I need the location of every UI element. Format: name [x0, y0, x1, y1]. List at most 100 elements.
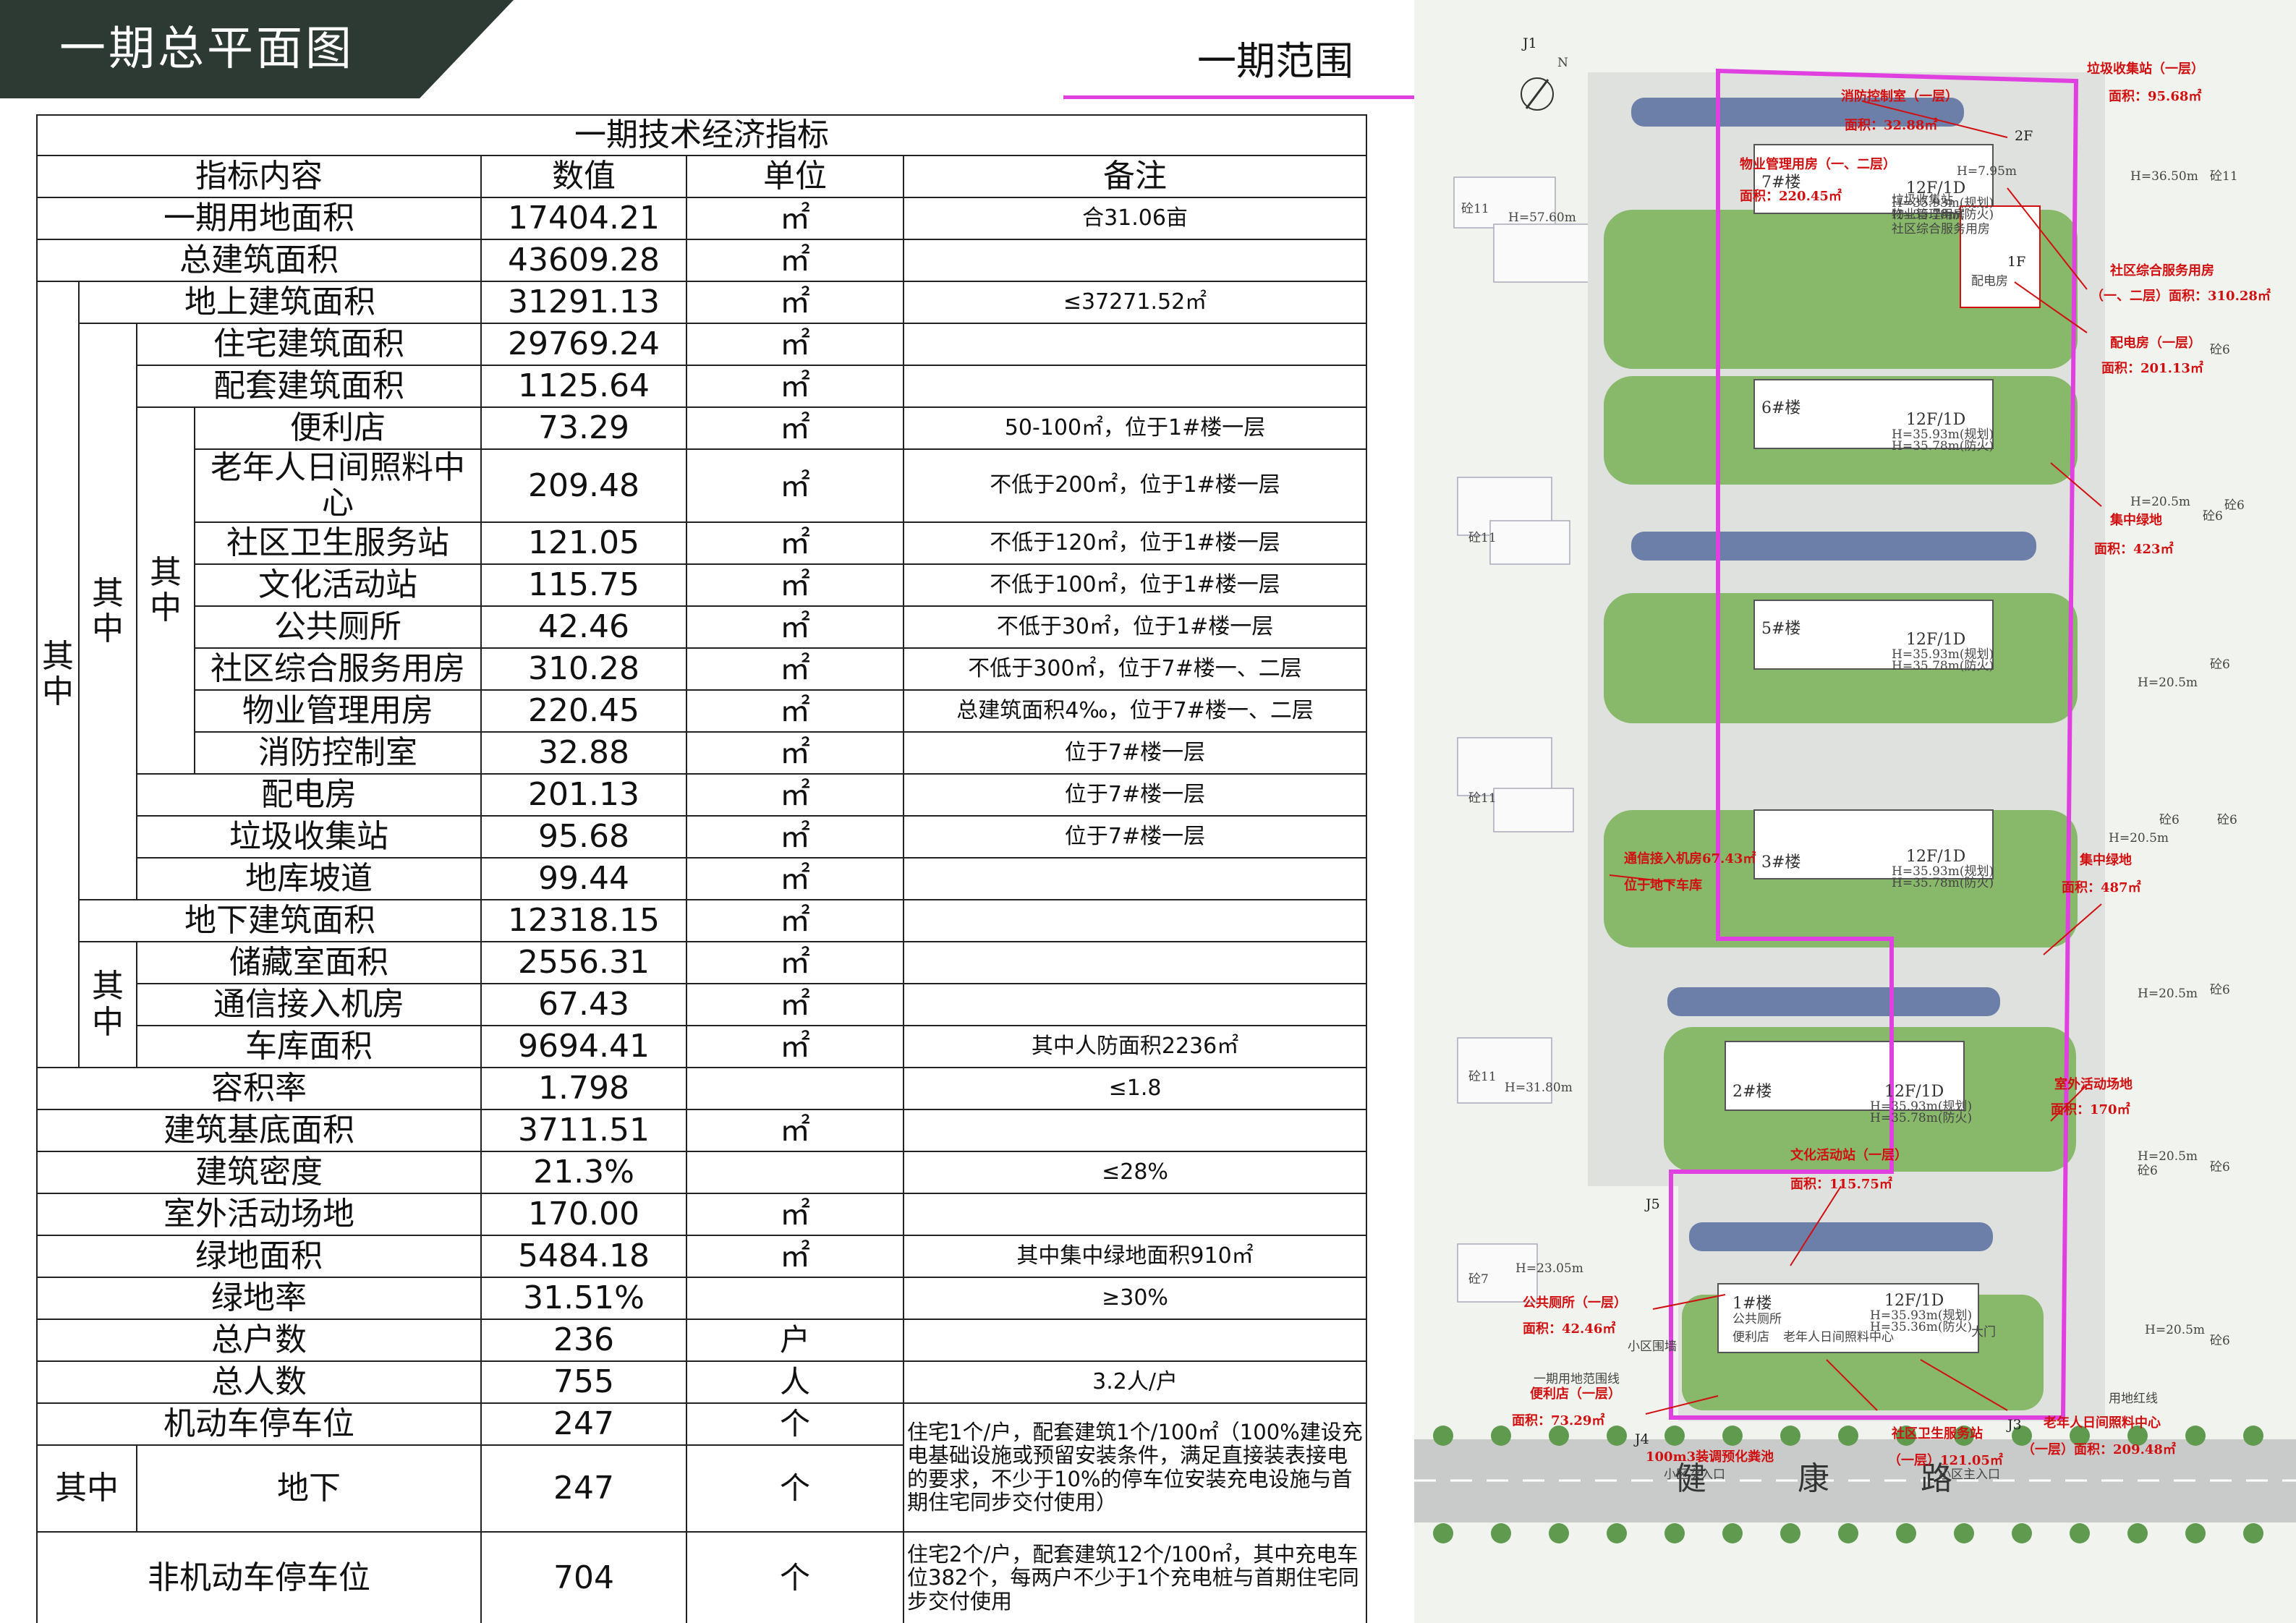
small-label: 小区主入口	[1939, 1467, 2000, 1482]
row-name: 车库面积	[136, 1024, 482, 1068]
building-label: 6#楼	[1761, 399, 1801, 417]
row-value: 2556.31	[480, 940, 687, 984]
row-unit: ㎡	[686, 448, 904, 523]
table-row: 通信接入机房 67.43 ㎡	[37, 982, 1368, 1026]
table-row: 其中 地上建筑面积 31291.13 ㎡ ≤37271.52㎡	[36, 281, 1368, 1068]
row-value: 31.51%	[480, 1276, 687, 1320]
row-value: 209.48	[480, 448, 687, 523]
annotation: 老年人日间照料中心	[2044, 1415, 2161, 1431]
row-note: 合31.06亩	[902, 197, 1368, 240]
row-value: 201.13	[480, 772, 687, 817]
small-label: 老年人日间照料中心	[1783, 1330, 1894, 1345]
row-name: 绿地率	[36, 1276, 482, 1320]
building-floors: 12F/1D	[1906, 179, 1966, 197]
building-label: 3#楼	[1761, 853, 1801, 872]
building-height: H=35.93m(规划)	[1892, 864, 1994, 879]
table-row: 社区综合服务用房 310.28 ㎡ 不低于300㎡，位于7#楼一、二层	[37, 647, 1368, 691]
row-value: 32.88	[480, 730, 687, 775]
row-value: 3711.51	[480, 1108, 687, 1152]
table-row: 室外活动场地 170.00 ㎡	[36, 1192, 1368, 1236]
row-unit	[686, 1276, 904, 1320]
neighbor-label: H=20.5m	[2109, 831, 2169, 845]
row-name: 住宅建筑面积	[136, 323, 482, 366]
table-row: 建筑密度 21.3% ≤28%	[36, 1150, 1368, 1194]
row-note: 50-100㎡，位于1#楼一层	[902, 406, 1368, 450]
neighbor-label: 砼7	[1468, 1272, 1489, 1287]
table-row: 总建筑面积 43609.28 ㎡	[36, 239, 1368, 282]
annotation: 面积：423㎡	[2094, 542, 2174, 557]
row-unit: ㎡	[686, 1024, 904, 1068]
table-caption: 一期技术经济指标	[35, 114, 1368, 156]
row-unit: ㎡	[686, 730, 904, 775]
neighbor-label: 砼6	[2138, 1164, 2158, 1178]
row-name: 垃圾收集站	[136, 814, 482, 859]
row-note: 不低于300㎡，位于7#楼一、二层	[902, 647, 1368, 691]
row-value: 12318.15	[480, 898, 687, 942]
tech-indicator-table: 一期技术经济指标 指标内容 数值 单位 备注 一期用地面积 17404.21 ㎡…	[35, 114, 1368, 1623]
row-unit: ㎡	[686, 365, 904, 408]
row-name: 一期用地面积	[36, 197, 482, 240]
building-height: H=35.78m(防火)	[1892, 659, 1994, 673]
row-name: 社区综合服务用房	[194, 647, 482, 691]
row-unit: ㎡	[686, 647, 904, 691]
small-label: 小区次入口	[1664, 1467, 1725, 1482]
table-row: 文化活动站 115.75 ㎡ 不低于100㎡，位于1#楼一层	[37, 563, 1368, 607]
neighbor-label: H=57.60m	[1508, 210, 1576, 225]
row-note: 其中人防面积2236㎡	[902, 1024, 1368, 1068]
building-height: H=35.93m(规划)	[1892, 647, 1994, 662]
row-note	[902, 1108, 1368, 1152]
small-label: 小区围墙	[1628, 1339, 1677, 1354]
neighbor-label: 砼6	[2224, 498, 2245, 513]
neighbor-label: 砼6	[2203, 509, 2223, 524]
annotation: 通信接入机房67.43㎡	[1624, 851, 1756, 866]
scope-pointer-line	[1063, 95, 1736, 99]
building-height: H=35.93m(规划)	[1870, 1308, 1973, 1323]
row-unit: ㎡	[686, 239, 904, 282]
row-value: 115.75	[480, 563, 687, 607]
row-note: 住宅2个/户，配套建筑12个/100㎡，其中充电车位382个，每两户不少于1个充…	[902, 1530, 1368, 1623]
annotation: 社区综合服务用房	[2110, 263, 2214, 278]
neighbor-label: 砼11	[1468, 531, 1497, 545]
row-note: 位于7#楼一层	[902, 730, 1368, 775]
header-unit: 单位	[686, 155, 904, 198]
row-note: 不低于120㎡，位于1#楼一层	[902, 521, 1368, 565]
road-name: 健 康 路	[1675, 1460, 1993, 1497]
row-unit: ㎡	[686, 940, 904, 984]
table-row: 非机动车停车位 704 个 住宅2个/户，配套建筑12个/100㎡，其中充电车位…	[36, 1530, 1368, 1623]
row-name: 地下建筑面积	[78, 898, 482, 942]
point-label: J3	[2007, 1417, 2022, 1433]
header-value: 数值	[480, 155, 687, 198]
group-label-parking: 其中	[36, 1444, 137, 1533]
small-label: 2F	[2015, 128, 2033, 144]
row-unit: ㎡	[686, 605, 904, 649]
table-row: 一期用地面积 17404.21 ㎡ 合31.06亩	[36, 197, 1368, 240]
row-unit: ㎡	[686, 323, 904, 366]
small-label: 1F	[2007, 254, 2026, 270]
annotation-leaders	[1609, 101, 2102, 1415]
small-label: 社区综合服务用房	[1892, 222, 1990, 237]
site-plan-map: 健 康 路 J1 J3 J4 J5 N 7#楼 12F/1D H=35.93m(…	[1414, 0, 2296, 1623]
table-row: 建筑基底面积 3711.51 ㎡	[36, 1108, 1368, 1152]
row-name: 消防控制室	[194, 730, 482, 775]
row-name: 配套建筑面积	[136, 365, 482, 408]
row-value: 9694.41	[480, 1024, 687, 1068]
building-height: H=35.93m(规划)	[1892, 427, 1994, 442]
row-note: 其中集中绿地面积910㎡	[902, 1234, 1368, 1278]
annotation: 面积：95.68㎡	[2109, 89, 2202, 104]
annotation: 位于地下车库	[1624, 878, 1702, 893]
group-label-outer: 其中	[36, 281, 80, 1068]
row-name: 建筑基底面积	[36, 1108, 482, 1152]
neighbor-label: 砼6	[2210, 983, 2230, 997]
building-footprints	[1717, 144, 2041, 1353]
row-note: 不低于100㎡，位于1#楼一层	[902, 563, 1368, 607]
point-label: J1	[1523, 35, 1537, 51]
building-floors: 12F/1D	[1884, 1292, 1944, 1310]
table-row: 社区卫生服务站 121.05 ㎡ 不低于120㎡，位于1#楼一层	[37, 521, 1368, 565]
row-note	[902, 323, 1368, 366]
point-label: J5	[1646, 1196, 1660, 1212]
row-value: 1.798	[480, 1066, 687, 1110]
neighbor-label: H=20.5m	[2138, 987, 2198, 1001]
annotation: 社区卫生服务站	[1892, 1426, 1983, 1441]
row-name: 地上建筑面积	[78, 281, 482, 324]
north-label: N	[1557, 56, 1568, 70]
